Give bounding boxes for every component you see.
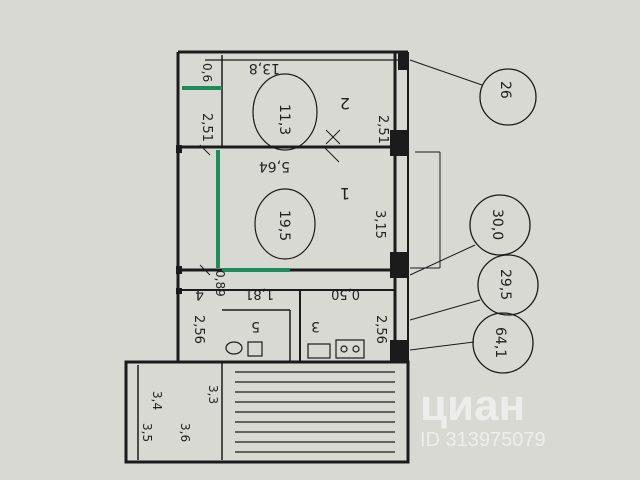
circle-label-1: 26 bbox=[497, 81, 513, 99]
watermark-id: ID 313975079 bbox=[420, 429, 546, 451]
circle-label-3: 29,5 bbox=[497, 269, 513, 300]
dim-stair-a: 3,5 bbox=[140, 423, 154, 442]
circle-label-2: 30,0 bbox=[489, 209, 505, 240]
dim-lower-left: 2,56 bbox=[191, 315, 206, 344]
area-r1-side: 5,64 bbox=[259, 158, 290, 174]
leader-lines bbox=[409, 59, 483, 351]
circle-label-4: 64,1 bbox=[492, 327, 508, 358]
room-number-4: 4 bbox=[195, 286, 204, 302]
dim-ticks bbox=[199, 129, 341, 276]
dim-stair-b: 3,6 bbox=[178, 423, 192, 442]
green-walls bbox=[182, 86, 290, 272]
dim-lower-right: 2,56 bbox=[373, 315, 388, 344]
room-number-2: 2 bbox=[340, 94, 350, 113]
area-r2-side: 13,8 bbox=[249, 60, 280, 76]
dim-stair-c: 3,3 bbox=[206, 385, 220, 404]
area-r2-main: 11,3 bbox=[276, 104, 292, 135]
dim-stair-d: 3,4 bbox=[150, 391, 164, 410]
wall-piers bbox=[176, 52, 408, 362]
dim-r1-height: 3,15 bbox=[372, 210, 387, 239]
room-number-3: 3 bbox=[311, 318, 320, 334]
dim-r2-width: 2,51 bbox=[375, 115, 390, 144]
dim-r2-height: 2,51 bbox=[199, 113, 214, 142]
fixtures bbox=[225, 339, 365, 359]
stair-treads bbox=[235, 371, 395, 453]
room-number-1: 1 bbox=[340, 184, 350, 203]
area-r4: 1,81 bbox=[245, 286, 274, 301]
walls bbox=[124, 50, 441, 464]
watermark-brand: циан bbox=[420, 381, 525, 430]
area-r4-width: 0,89 bbox=[213, 270, 227, 297]
dim-left-ext: 0,6 bbox=[200, 63, 214, 82]
room-number-5: 5 bbox=[251, 318, 260, 334]
room-circles bbox=[252, 73, 318, 260]
area-r3-width: 0,50 bbox=[331, 286, 360, 301]
leader-circles bbox=[469, 68, 539, 374]
area-r1-main: 19,5 bbox=[276, 210, 292, 241]
